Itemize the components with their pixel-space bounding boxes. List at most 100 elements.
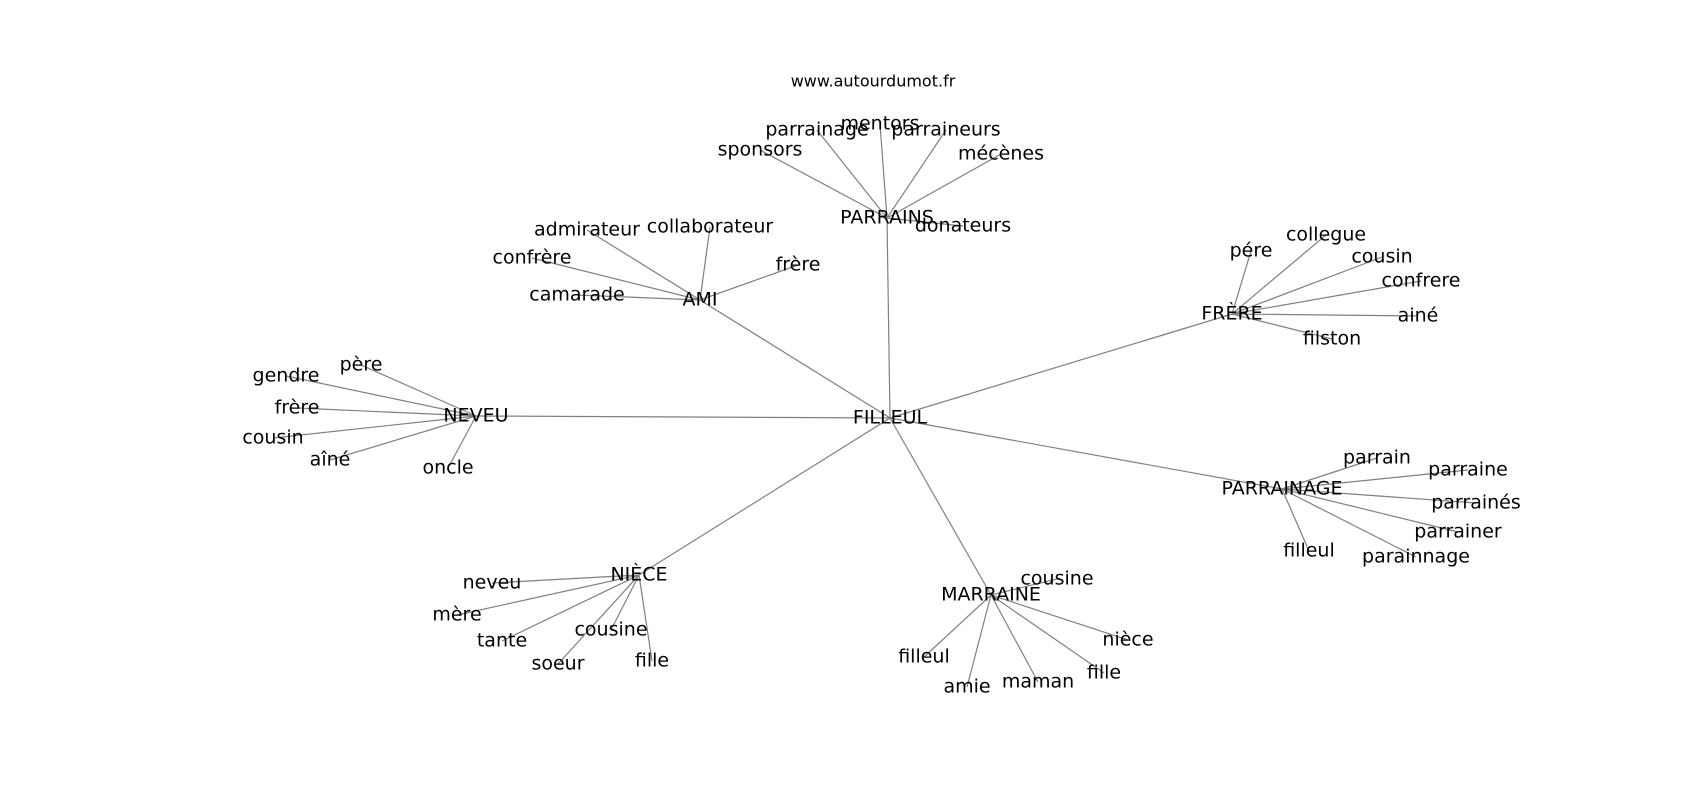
leaf-word-label: mécènes <box>958 143 1044 165</box>
hub-leaf-edge <box>1281 488 1477 504</box>
center-hub-edge <box>889 417 1283 490</box>
hub-leaf-edge <box>990 594 1129 641</box>
hub-leaf-edge <box>1231 234 1327 315</box>
hub-word-label: NEVEU <box>443 405 508 427</box>
leaf-word-label: cousine <box>1020 568 1093 590</box>
hub-leaf-edge <box>966 594 992 688</box>
leaf-word-label: sponsors <box>718 139 803 161</box>
source-watermark: www.autourdumot.fr <box>791 72 956 91</box>
leaf-word-label: frère <box>776 254 821 276</box>
hub-leaf-edge <box>1281 488 1310 552</box>
hub-leaf-edge <box>557 574 640 665</box>
center-hub-edge <box>889 313 1233 419</box>
hub-word-label: PARRAINAGE <box>1221 478 1342 500</box>
center-hub-edge <box>886 217 891 419</box>
leaf-word-label: ainé <box>1398 305 1439 327</box>
hub-leaf-edge <box>990 578 1058 596</box>
leaf-word-label: parrainer <box>1414 521 1502 543</box>
hub-leaf-edge <box>272 415 477 439</box>
leaf-word-label: parraine <box>1428 459 1508 481</box>
hub-leaf-edge <box>576 294 701 301</box>
hub-word-label: MARRAINE <box>941 584 1041 606</box>
leaf-word-label: fille <box>635 650 669 672</box>
hub-leaf-edge <box>360 364 477 417</box>
hub-leaf-edge <box>816 129 888 219</box>
hub-word-label: PARRAINS <box>840 207 934 229</box>
hub-leaf-edge <box>1231 280 1422 315</box>
leaf-word-label: nièce <box>1102 629 1153 651</box>
leaf-word-label: admirateur <box>534 219 640 241</box>
hub-leaf-edge <box>1281 457 1378 490</box>
hub-leaf-edge <box>491 574 640 584</box>
leaf-word-label: frère <box>275 397 320 419</box>
leaf-word-label: tante <box>477 630 527 652</box>
leaf-word-label: confrere <box>1382 270 1461 292</box>
hub-leaf-edge <box>296 407 477 417</box>
hub-leaf-edge <box>1281 469 1469 490</box>
graph-edges <box>272 123 1477 688</box>
center-hub-edge <box>889 417 992 596</box>
hub-leaf-edge <box>923 594 992 658</box>
hub-leaf-edge <box>699 264 799 301</box>
center-word-label: FILLEUL <box>853 407 928 429</box>
hub-leaf-edge <box>610 574 640 631</box>
hub-leaf-edge <box>879 123 888 219</box>
leaf-word-label: amie <box>943 676 990 698</box>
hub-leaf-edge <box>1231 250 1252 315</box>
leaf-word-label: donateurs <box>915 215 1011 237</box>
leaf-word-label: maman <box>1002 671 1074 693</box>
hub-leaf-edge <box>990 594 1039 683</box>
hub-leaf-edge <box>501 574 640 642</box>
leaf-word-label: parrain <box>1343 447 1411 469</box>
leaf-word-label: soeur <box>531 653 584 675</box>
leaf-word-label: cousin <box>1351 246 1412 268</box>
leaf-word-label: collegue <box>1286 224 1366 246</box>
hub-leaf-edge <box>990 594 1105 674</box>
leaf-word-label: parrainage <box>765 119 868 141</box>
hub-leaf-edge <box>329 415 477 461</box>
hub-leaf-edge <box>447 415 477 469</box>
leaf-word-label: parainnage <box>1362 546 1470 568</box>
leaf-word-label: mère <box>432 604 481 626</box>
hub-leaf-edge <box>699 226 711 301</box>
leaf-word-label: père <box>340 354 383 376</box>
hub-leaf-edge <box>586 229 701 301</box>
hub-word-label: FRÈRE <box>1201 302 1262 325</box>
hub-leaf-edge <box>456 574 640 616</box>
hub-leaf-edge <box>1231 313 1333 340</box>
hub-leaf-edge <box>531 257 701 301</box>
hub-word-label: NIÈCE <box>610 563 667 586</box>
leaf-word-label: cousine <box>574 619 647 641</box>
leaf-word-label: camarade <box>529 284 624 306</box>
leaf-word-label: parrainés <box>1431 492 1521 514</box>
leaf-word-label: neveu <box>463 572 522 594</box>
hub-leaf-edge <box>886 129 947 219</box>
leaf-word-label: mentors <box>840 113 919 135</box>
center-hub-edge <box>699 299 891 419</box>
hub-leaf-edge <box>759 149 888 219</box>
leaf-word-label: confrère <box>493 247 572 269</box>
leaf-word-label: filleul <box>1283 540 1335 562</box>
leaf-word-label: filston <box>1303 328 1361 350</box>
leaf-word-label: collaborateur <box>647 216 774 238</box>
hub-leaf-edge <box>1231 256 1383 315</box>
hub-leaf-edge <box>1281 488 1417 558</box>
leaf-word-label: fille <box>1087 662 1121 684</box>
leaf-word-label: pére <box>1230 240 1273 262</box>
hub-leaf-edge <box>1281 488 1459 533</box>
hub-leaf-edge <box>285 375 477 417</box>
center-hub-edge <box>638 417 891 576</box>
leaf-word-label: parraineurs <box>891 119 1000 141</box>
hub-leaf-edge <box>886 217 964 227</box>
leaf-word-label: gendre <box>253 365 320 387</box>
hub-leaf-edge <box>886 153 1002 219</box>
hub-word-label: AMI <box>683 289 718 311</box>
leaf-word-label: cousin <box>242 427 303 449</box>
leaf-word-label: oncle <box>422 457 473 479</box>
center-hub-edge <box>475 415 891 419</box>
hub-leaf-edge <box>638 574 653 662</box>
hub-leaf-edge <box>1231 313 1419 317</box>
leaf-word-label: filleul <box>898 646 950 668</box>
